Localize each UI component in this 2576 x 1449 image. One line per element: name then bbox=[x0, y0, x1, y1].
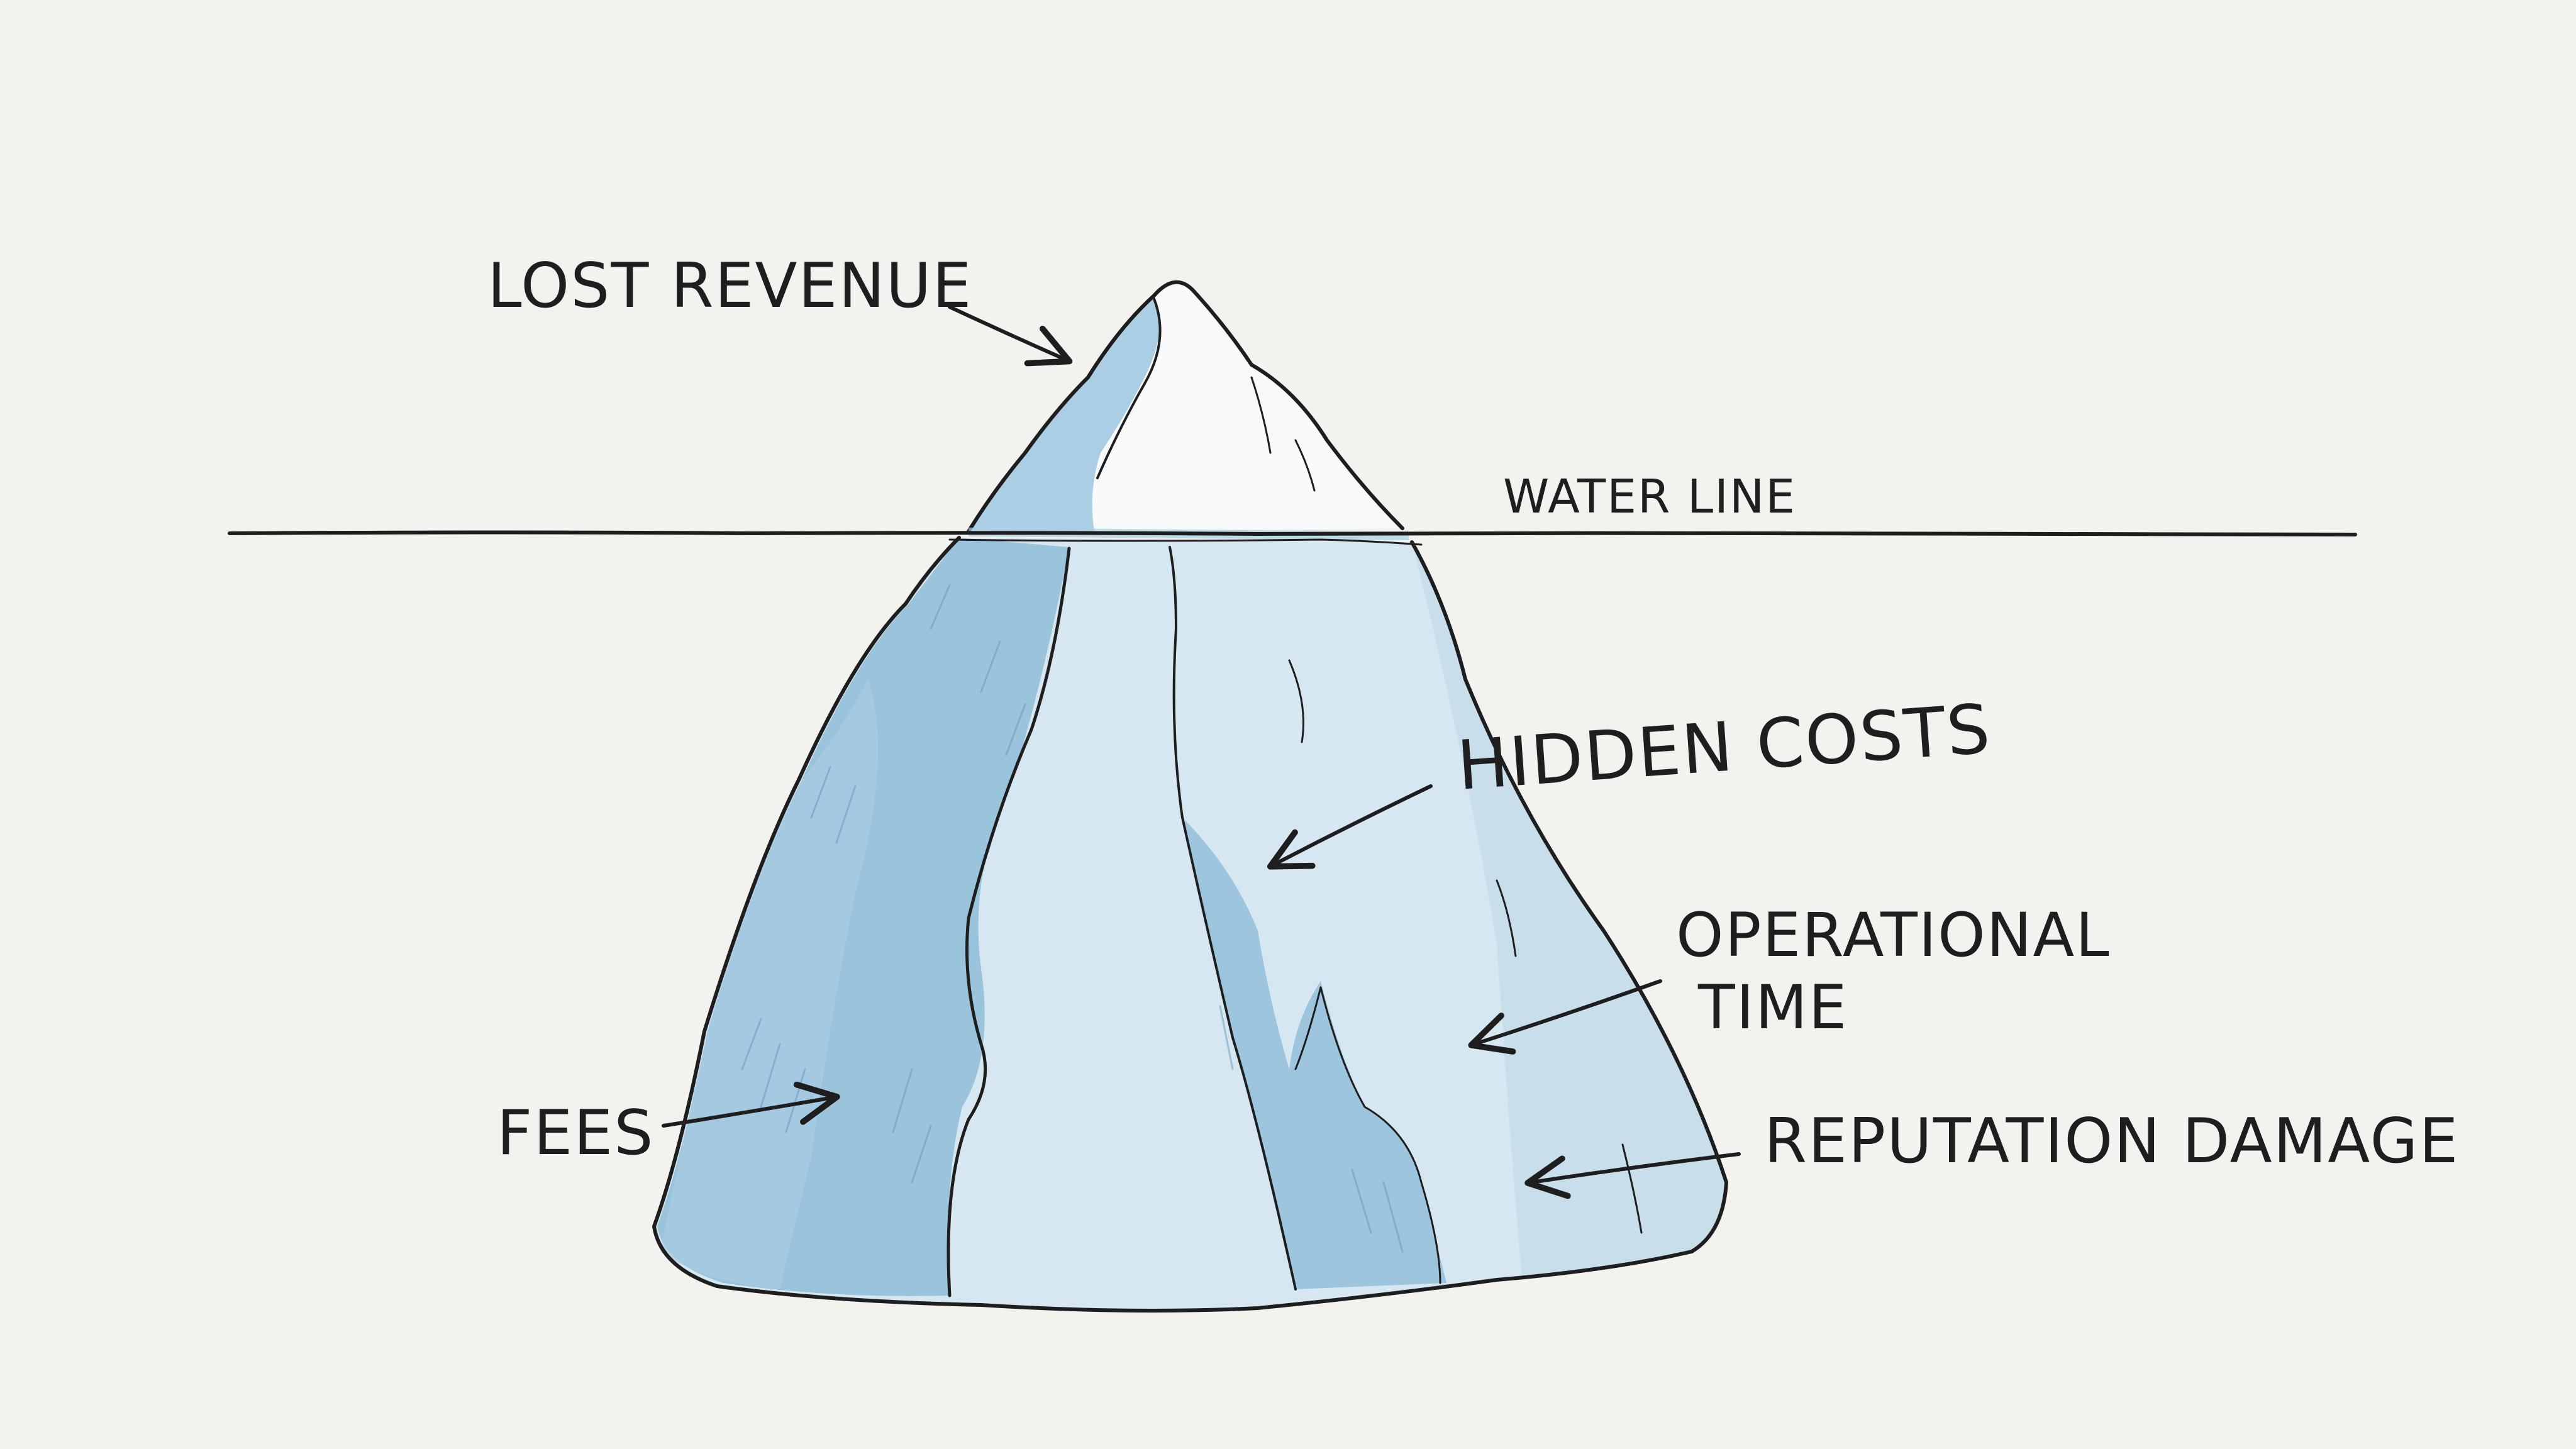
arrow-icon bbox=[662, 1081, 840, 1128]
arrow-icon bbox=[1468, 979, 1662, 1055]
operational-time-label-line1: OPERATIONAL bbox=[1676, 900, 2111, 970]
iceberg-underwater bbox=[652, 536, 1728, 1313]
arrow-icon bbox=[948, 305, 1073, 367]
arrow-icon bbox=[1524, 1152, 1741, 1199]
reputation-damage-label: REPUTATION DAMAGE bbox=[1764, 1106, 2459, 1177]
water-line-label: WATER LINE bbox=[1503, 470, 1796, 524]
arrow-icon bbox=[1267, 784, 1433, 870]
iceberg-tip bbox=[967, 280, 1404, 533]
lost-revenue-label: LOST REVENUE bbox=[487, 250, 972, 322]
operational-time-label-line2: TIME bbox=[1697, 972, 1848, 1043]
water-line bbox=[228, 528, 2357, 546]
fees-label: FEES bbox=[497, 1097, 654, 1169]
